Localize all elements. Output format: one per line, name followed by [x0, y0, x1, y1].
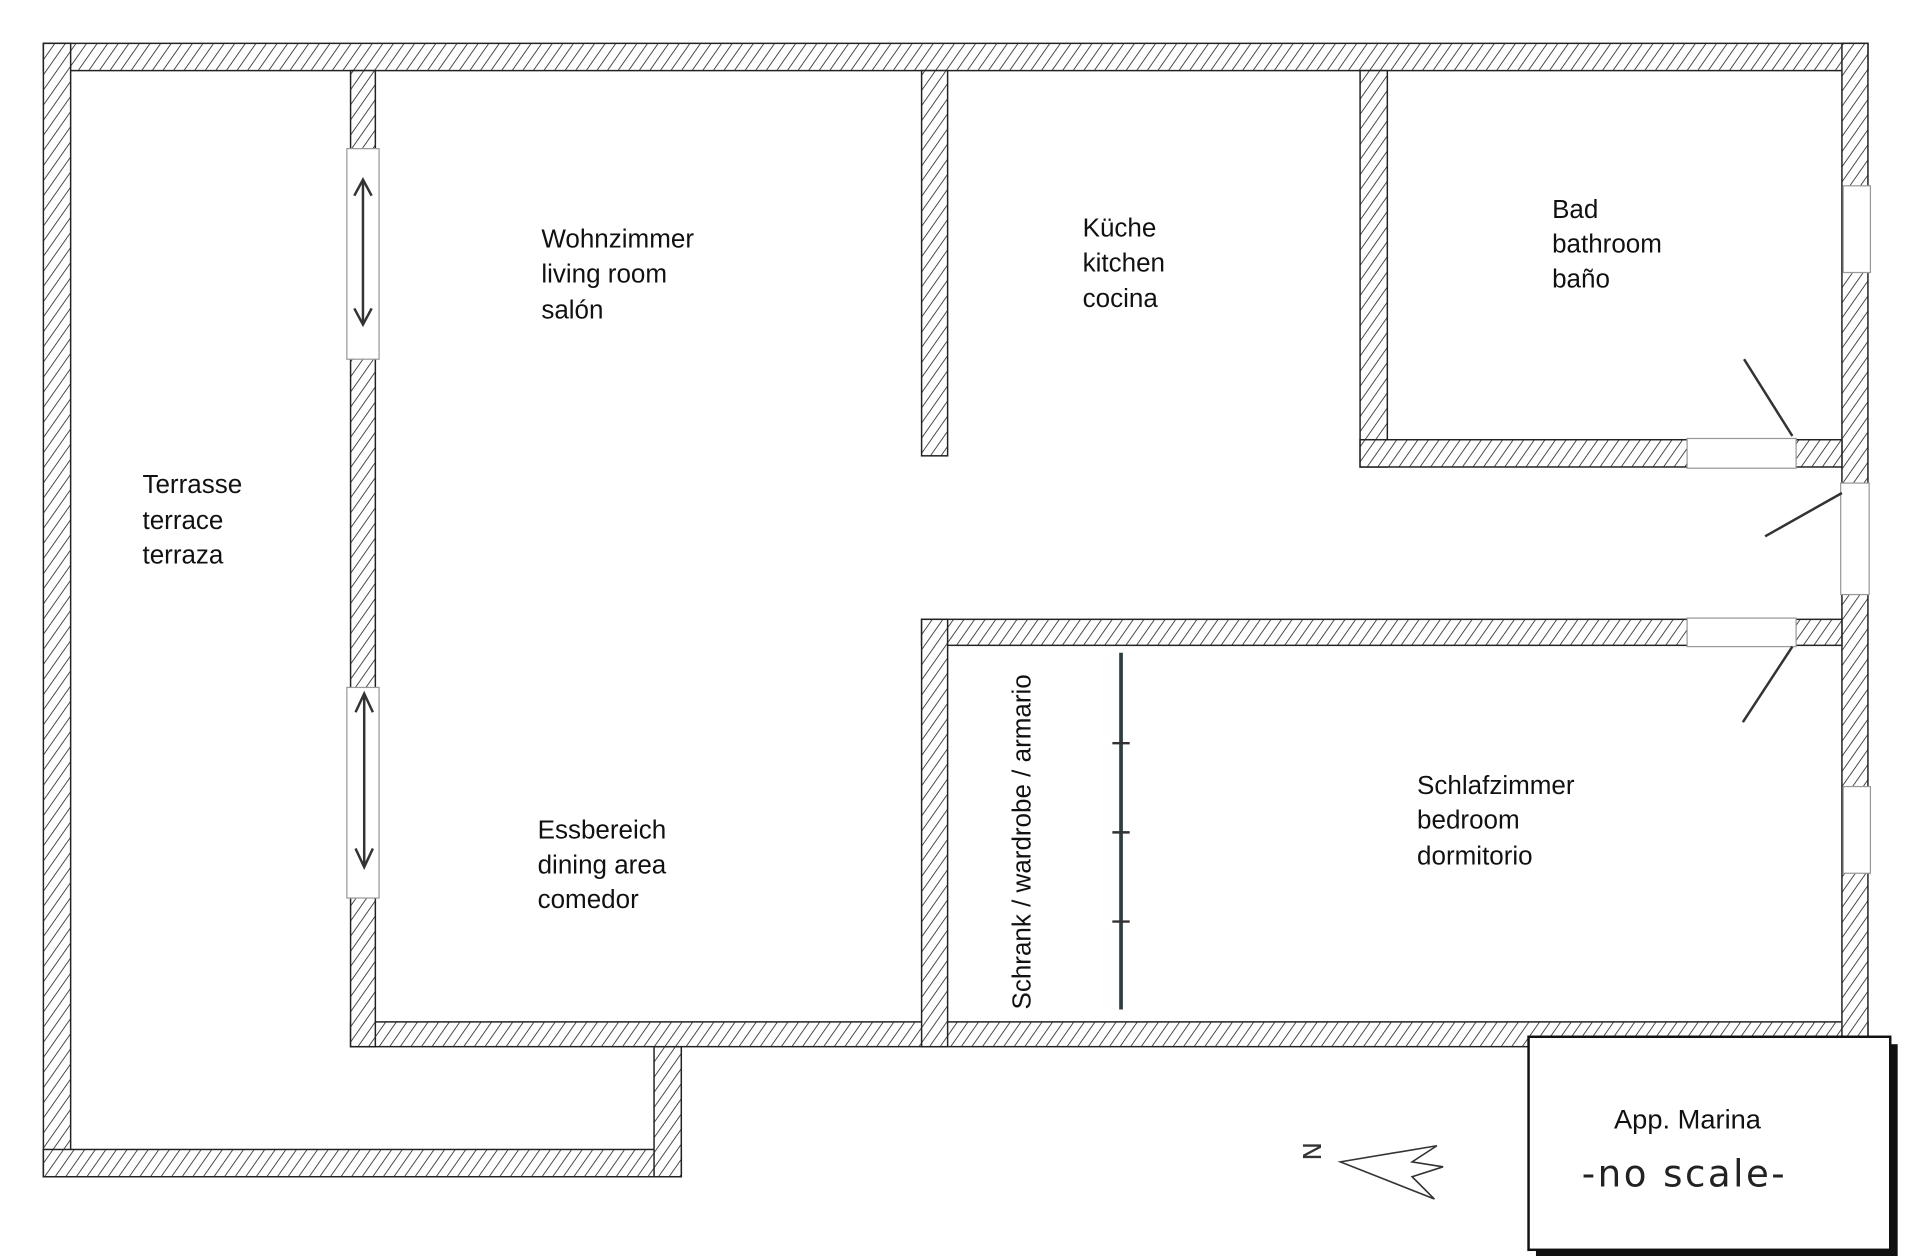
door-bedroom[interactable]	[1686, 617, 1797, 648]
bathroom-label-de: Bad	[1552, 194, 1598, 224]
bedroom-door-leaf	[1741, 645, 1794, 723]
bedroom-label-es: dormitorio	[1417, 841, 1533, 871]
bathroom-label-es: baño	[1552, 263, 1610, 293]
window-bathroom	[1842, 185, 1872, 274]
living-label-de: Wohnzimmer	[541, 224, 694, 254]
scale-note: -no scale-	[1582, 1153, 1787, 1196]
bathroom-label-en: bathroom	[1552, 229, 1662, 259]
dining-label-de: Essbereich	[538, 815, 667, 845]
living-label-en: living room	[541, 258, 667, 288]
north-arrow-icon	[1337, 1144, 1444, 1200]
terrace-label-en: terrace	[142, 505, 223, 535]
kitchen-label-en: kitchen	[1083, 247, 1165, 277]
wall-top	[42, 42, 1869, 72]
door-bathroom[interactable]	[1686, 437, 1797, 469]
door-entrance[interactable]	[1840, 482, 1870, 596]
title-box: App. Marina -no scale-	[1527, 1035, 1898, 1256]
window-bedroom	[1842, 785, 1872, 874]
arrow-down-icon	[354, 847, 374, 870]
terrace-label-de: Terrasse	[142, 469, 242, 499]
north-label: N	[1297, 1142, 1326, 1161]
arrow-up-icon	[354, 690, 374, 713]
dining-label-es: comedor	[538, 884, 639, 914]
living-label-es: salón	[541, 294, 603, 324]
dining-label-en: dining area	[538, 849, 667, 879]
kitchen-label-es: cocina	[1083, 283, 1159, 313]
wall-kitchen-partial	[920, 69, 949, 457]
wall-bath-left	[1359, 69, 1389, 468]
bath-door-leaf	[1743, 358, 1794, 437]
wall-left	[42, 42, 72, 1178]
bedroom-label-de: Schlafzimmer	[1417, 770, 1575, 800]
wall-terrace-right-lower	[653, 1045, 683, 1178]
bedroom-label-en: bedroom	[1417, 805, 1520, 835]
arrow-down-icon	[353, 307, 373, 328]
arrow-up-icon	[353, 176, 373, 197]
wall-terrace-bottom	[42, 1148, 683, 1178]
terrace-label-es: terraza	[142, 540, 223, 570]
wall-bedroom-left	[920, 618, 949, 1048]
apartment-name: App. Marina	[1614, 1103, 1762, 1134]
kitchen-label-de: Küche	[1083, 213, 1157, 243]
wardrobe-label: Schrank / wardrobe / armario	[1007, 674, 1037, 1009]
compass: N	[1297, 1142, 1444, 1200]
room-labels: Terrasse terrace terraza Wohnzimmer livi…	[142, 194, 1661, 1010]
entrance-door-leaf	[1764, 491, 1843, 538]
door-swings	[353, 176, 1843, 1010]
